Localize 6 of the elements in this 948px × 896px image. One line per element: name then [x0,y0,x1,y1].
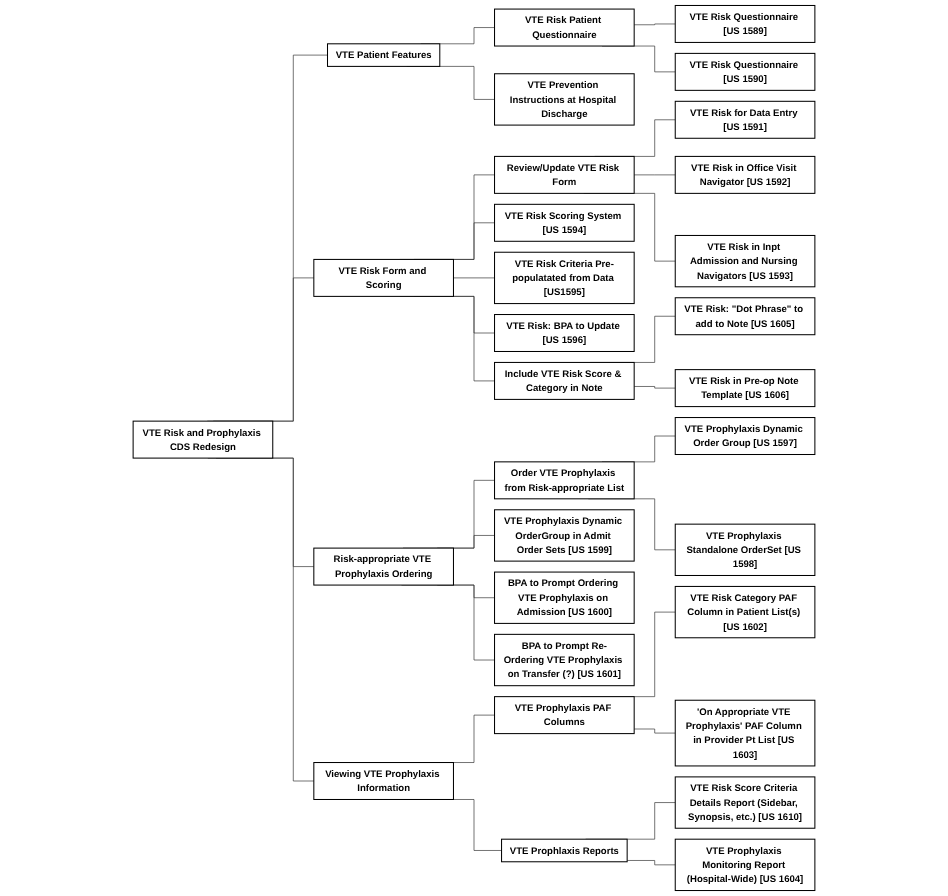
connector [633,174,676,176]
connector [626,860,676,866]
connector [633,728,676,734]
connector [633,386,676,389]
connector [453,277,495,279]
connector [633,23,676,26]
